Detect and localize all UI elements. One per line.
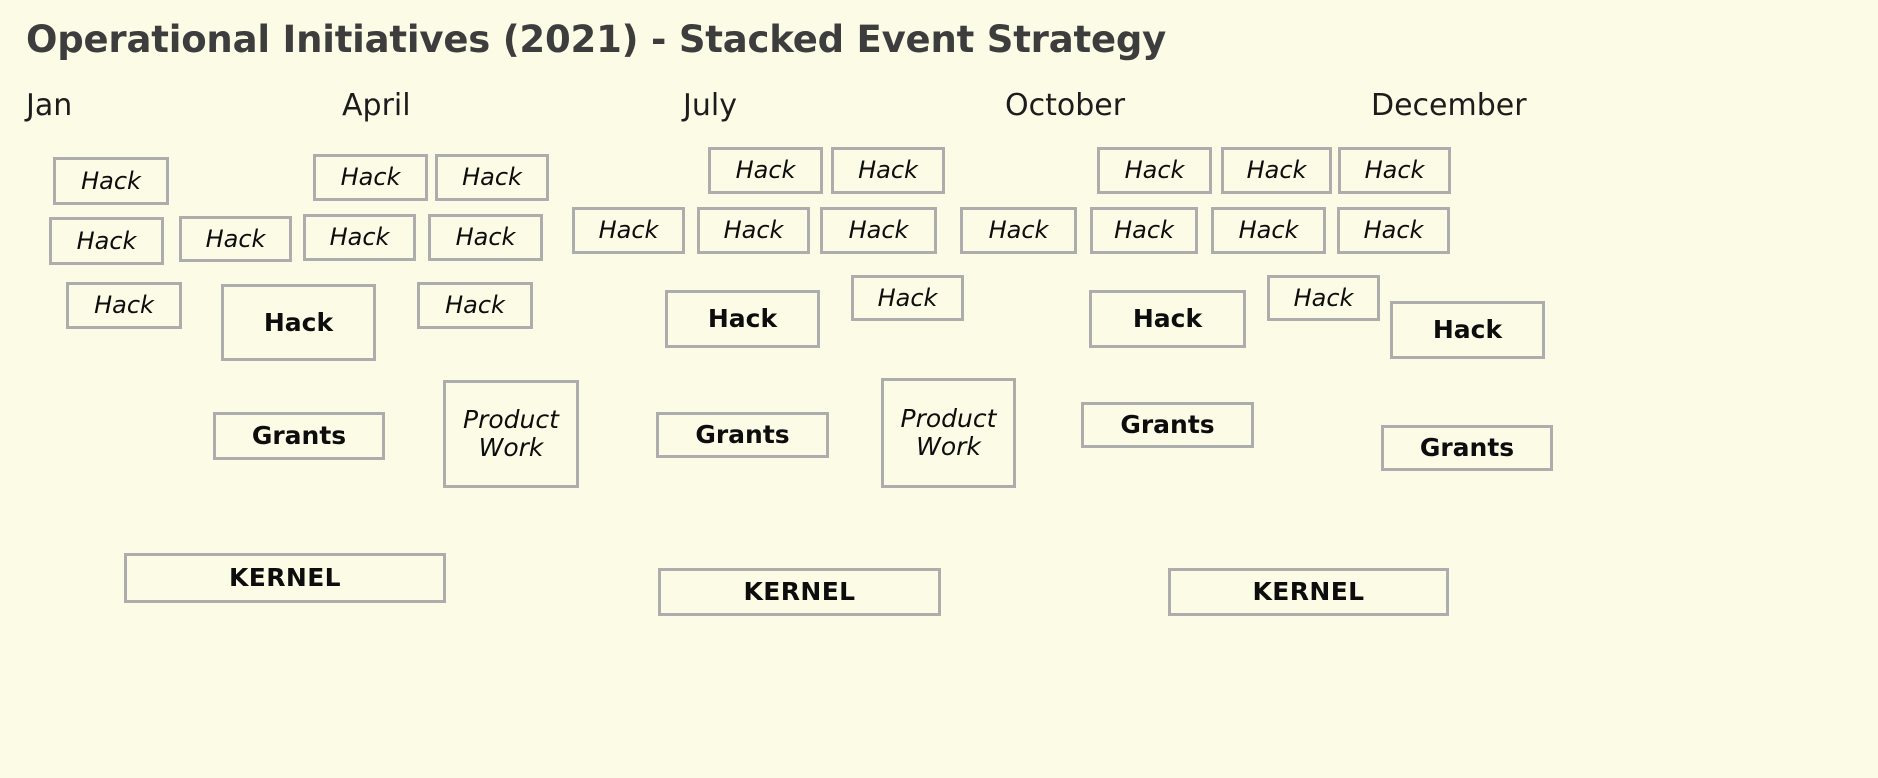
event-box-kernel[interactable]: KERNEL	[658, 568, 941, 616]
event-box-label: Hack	[94, 291, 154, 320]
event-box-hack[interactable]: Hack	[572, 207, 685, 254]
event-box-label: Hack	[707, 304, 778, 333]
event-box-hack[interactable]: Hack	[428, 214, 543, 261]
event-box-label: Hack	[1293, 283, 1354, 312]
event-box-hack[interactable]: Hack	[1097, 147, 1212, 194]
event-box-label: Hack	[598, 216, 659, 245]
event-box-hack[interactable]: Hack	[66, 282, 182, 329]
event-box-hack[interactable]: Hack	[1337, 207, 1450, 254]
event-box-label: Grants	[251, 421, 347, 450]
event-box-label: Hack	[1114, 216, 1174, 245]
event-box-label: Hack	[1132, 304, 1203, 333]
event-box-hack[interactable]: Hack	[820, 207, 937, 254]
event-box-kernel[interactable]: KERNEL	[1168, 568, 1449, 616]
event-box-label: Hack	[877, 283, 938, 312]
event-box-label: Hack	[76, 226, 137, 255]
event-box-hack[interactable]: Hack	[1338, 147, 1451, 194]
event-box-hack[interactable]: Hack	[665, 290, 820, 348]
event-box-hack[interactable]: Hack	[851, 275, 964, 321]
event-box-grants[interactable]: Grants	[1081, 402, 1254, 448]
event-box-label: Product Work	[900, 404, 997, 461]
event-box-hack[interactable]: Hack	[49, 217, 164, 265]
event-box-hack[interactable]: Hack	[417, 282, 533, 329]
axis-tick-label-jan: Jan	[26, 88, 73, 123]
event-box-label: Hack	[263, 307, 334, 337]
event-box-label: Grants	[695, 420, 790, 449]
event-box-label: Product Work	[463, 405, 559, 462]
event-box-hack[interactable]: Hack	[831, 147, 945, 194]
event-box-label: Hack	[445, 291, 505, 320]
event-box-grants[interactable]: Grants	[1381, 425, 1553, 471]
event-box-label: Grants	[1120, 410, 1215, 439]
event-box-label: Hack	[340, 163, 401, 192]
axis-tick-label-april: April	[342, 88, 411, 123]
event-box-label: Hack	[455, 223, 516, 252]
event-box-label: Hack	[1432, 315, 1503, 344]
event-box-label: Hack	[329, 223, 390, 252]
axis-tick-label-october: October	[1005, 88, 1126, 123]
event-box-hack[interactable]: Hack	[1090, 207, 1198, 254]
event-box-product-work[interactable]: Product Work	[443, 380, 579, 488]
event-box-label: Hack	[81, 166, 141, 195]
event-box-hack[interactable]: Hack	[1390, 301, 1545, 359]
event-box-label: Grants	[1419, 433, 1515, 462]
event-box-label: Hack	[858, 156, 918, 185]
page-title: Operational Initiatives (2021) - Stacked…	[26, 18, 1167, 61]
event-box-hack[interactable]: Hack	[697, 207, 810, 254]
event-box-hack[interactable]: Hack	[960, 207, 1077, 254]
event-box-label: KERNEL	[228, 563, 342, 592]
event-box-grants[interactable]: Grants	[656, 412, 829, 458]
event-box-label: KERNEL	[743, 577, 856, 606]
event-box-label: Hack	[1363, 216, 1424, 245]
event-box-hack[interactable]: Hack	[303, 214, 416, 261]
event-box-label: Hack	[1238, 216, 1299, 245]
event-box-label: KERNEL	[1252, 577, 1365, 606]
event-box-hack[interactable]: Hack	[179, 216, 292, 262]
event-box-label: Hack	[205, 224, 266, 253]
event-box-hack[interactable]: Hack	[221, 284, 376, 361]
event-box-hack[interactable]: Hack	[435, 154, 549, 201]
event-box-hack[interactable]: Hack	[1267, 275, 1380, 321]
event-box-hack[interactable]: Hack	[53, 157, 169, 205]
axis-tick-label-december: December	[1371, 88, 1527, 123]
event-box-label: Hack	[723, 216, 784, 245]
axis-tick-label-july: July	[683, 88, 737, 123]
event-box-hack[interactable]: Hack	[708, 147, 823, 194]
event-box-grants[interactable]: Grants	[213, 412, 385, 460]
event-box-kernel[interactable]: KERNEL	[124, 553, 446, 603]
event-box-hack[interactable]: Hack	[1211, 207, 1326, 254]
event-box-label: Hack	[1364, 156, 1425, 185]
event-box-label: Hack	[1124, 156, 1185, 185]
event-box-hack[interactable]: Hack	[313, 154, 428, 201]
event-box-label: Hack	[462, 163, 522, 192]
event-box-label: Hack	[1246, 156, 1307, 185]
event-box-product-work[interactable]: Product Work	[881, 378, 1016, 488]
event-box-label: Hack	[735, 156, 796, 185]
event-box-label: Hack	[848, 216, 909, 245]
event-box-label: Hack	[988, 216, 1049, 245]
event-box-hack[interactable]: Hack	[1089, 290, 1246, 348]
event-box-hack[interactable]: Hack	[1221, 147, 1332, 194]
